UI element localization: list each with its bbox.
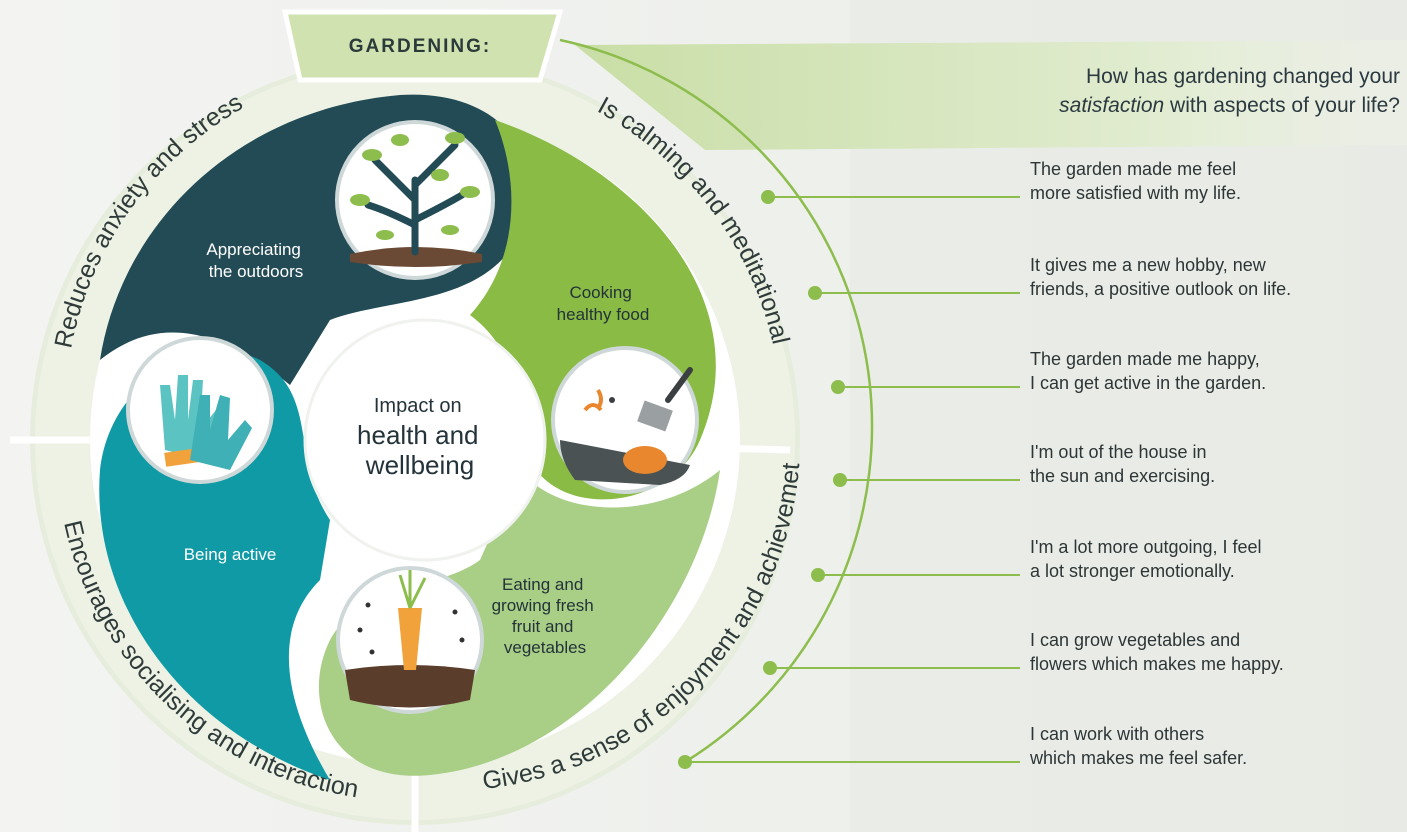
quote-7: I can work with others which makes me fee… bbox=[1030, 722, 1400, 770]
tree-icon bbox=[335, 120, 495, 280]
center-circle bbox=[303, 318, 547, 562]
question-before: How has gardening changed your bbox=[1085, 65, 1400, 88]
quote-dot-5 bbox=[811, 568, 825, 582]
connector-arc bbox=[559, 38, 874, 764]
quote-4-line-2: the sun and exercising. bbox=[1030, 466, 1216, 486]
petal-label-cooking-2: healthy food bbox=[557, 305, 650, 324]
quote-5-line-2: a lot stronger emotionally. bbox=[1030, 561, 1235, 581]
quote-4-line-1: I'm out of the house in bbox=[1030, 442, 1207, 462]
petal-label-outdoors-1: Appreciating bbox=[206, 240, 301, 259]
quote-6-line-2: flowers which makes me happy. bbox=[1030, 654, 1284, 674]
svg-text:Cooking healthy food: Cooking healthy food bbox=[557, 283, 650, 324]
quote-6: I can grow vegetables and flowers which m… bbox=[1030, 628, 1400, 676]
question-banner bbox=[575, 40, 1407, 150]
quote-6-line-1: I can grow vegetables and bbox=[1030, 630, 1241, 650]
quote-3: The garden made me happy, I can get activ… bbox=[1030, 347, 1400, 395]
gardening-tab-label: GARDENING: bbox=[349, 36, 491, 57]
svg-text:Being active: Being active bbox=[184, 545, 277, 564]
quote-dot-6 bbox=[763, 661, 777, 675]
petal-label-eating-3: fruit and bbox=[512, 617, 573, 636]
quote-2-line-2: friends, a positive outlook on life. bbox=[1030, 279, 1292, 299]
quote-dot-2 bbox=[808, 286, 822, 300]
quote-3-line-1: The garden made me happy, bbox=[1030, 349, 1260, 369]
petal-label-active: Being active bbox=[184, 545, 277, 564]
petal-label-eating-4: vegetables bbox=[504, 638, 586, 657]
frying-pan-icon bbox=[551, 346, 699, 494]
gardening-tab bbox=[281, 9, 564, 83]
quote-connectors bbox=[678, 190, 1020, 769]
svg-text:Impact on health and w: Impact on health and wellbeing bbox=[357, 395, 483, 480]
quote-4: I'm out of the house in the sun and exerc… bbox=[1030, 440, 1400, 488]
quote-5-line-1: I'm a lot more outgoing, I feel bbox=[1030, 537, 1262, 557]
petal-label-outdoors-2: the outdoors bbox=[209, 262, 304, 281]
quote-1-line-1: The garden made me feel bbox=[1030, 159, 1237, 179]
svg-text:Eating and growing fresh: Eating and growing fresh fruit and veget… bbox=[492, 575, 599, 657]
carrot-icon bbox=[336, 566, 484, 714]
gloves-icon bbox=[126, 336, 274, 484]
quote-2-line-1: It gives me a new hobby, new bbox=[1030, 255, 1266, 275]
quote-dot-3 bbox=[831, 380, 845, 394]
quote-7-line-2: which makes me feel safer. bbox=[1030, 748, 1248, 768]
petal-label-cooking-1: Cooking bbox=[569, 283, 631, 302]
quote-7-line-1: I can work with others bbox=[1030, 724, 1205, 744]
petal-label-eating-1: Eating and bbox=[502, 575, 583, 594]
quote-1-line-2: more satisfied with my life. bbox=[1030, 183, 1242, 203]
center-line-2: health and bbox=[357, 420, 478, 450]
center-line-3: wellbeing bbox=[365, 450, 474, 480]
quote-dot-4 bbox=[833, 473, 847, 487]
quote-dot-7 bbox=[678, 755, 692, 769]
quote-dot-1 bbox=[761, 190, 775, 204]
center-line-1: Impact on bbox=[374, 395, 462, 417]
quote-3-line-2: I can get active in the garden. bbox=[1030, 373, 1267, 393]
question-emphasis: satisfaction bbox=[1059, 94, 1165, 117]
quote-1: The garden made me feel more satisfied wi… bbox=[1030, 157, 1400, 205]
question-heading: How has gardening changed your satisfact… bbox=[900, 62, 1400, 120]
petal-label-eating-2: growing fresh bbox=[492, 596, 594, 615]
question-after: with aspects of your life? bbox=[1170, 94, 1400, 117]
quote-5: I'm a lot more outgoing, I feel a lot str… bbox=[1030, 535, 1400, 583]
svg-text:Appreciating the outdoors: Appreciating the outdoors bbox=[206, 240, 305, 281]
quote-2: It gives me a new hobby, new friends, a p… bbox=[1030, 253, 1400, 301]
